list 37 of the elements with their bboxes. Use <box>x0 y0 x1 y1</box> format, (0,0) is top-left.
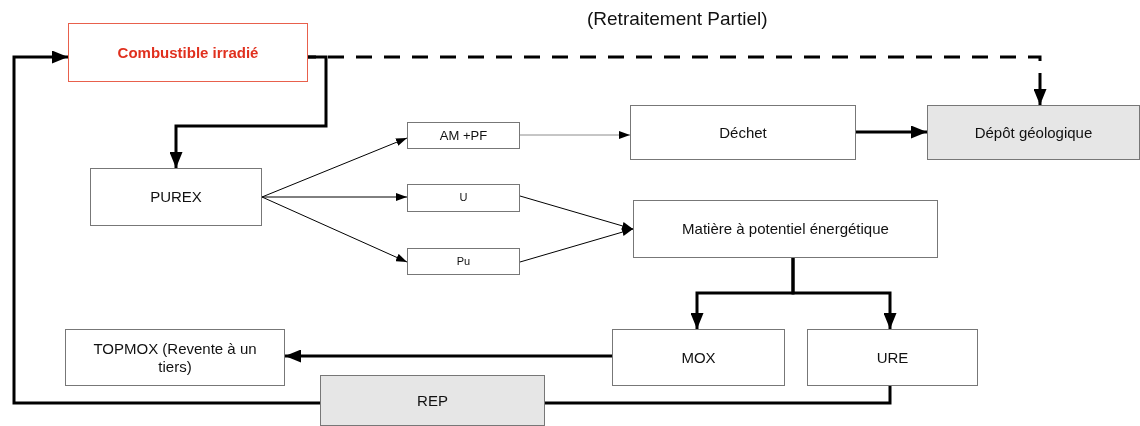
node-label: Matière à potentiel énergétique <box>682 220 889 238</box>
dashed-arrow <box>308 55 1047 105</box>
node-label: U <box>459 191 468 205</box>
process-box <box>65 329 285 386</box>
node-label: REP <box>417 391 448 410</box>
process-box <box>612 329 785 386</box>
connector-line <box>545 386 892 405</box>
arrow <box>519 195 634 230</box>
node-label: MOX <box>681 348 716 367</box>
process-box <box>320 375 545 426</box>
arrow <box>519 131 631 139</box>
arrow <box>519 228 634 263</box>
process-box <box>633 200 938 258</box>
arrow <box>261 196 408 263</box>
node-label: URE <box>876 348 909 367</box>
arrow <box>856 125 927 139</box>
node-label: Combustible irradié <box>117 43 259 62</box>
arrow <box>261 137 408 198</box>
node-label: AM +PF <box>439 127 488 144</box>
arrow <box>261 193 408 201</box>
node-label: Déchet <box>719 123 767 142</box>
node-label: Pu <box>456 254 471 269</box>
input-box <box>68 23 308 82</box>
arrow <box>169 55 328 168</box>
arrow <box>285 349 612 363</box>
node-label: PUREX <box>150 188 202 206</box>
arrow <box>12 50 320 405</box>
process-box <box>407 122 520 149</box>
arrow <box>791 258 897 329</box>
node-label: Dépôt géologique <box>974 123 1093 142</box>
process-box <box>407 184 520 212</box>
process-box <box>407 248 520 275</box>
process-box <box>90 168 262 226</box>
process-box <box>630 105 856 160</box>
process-box <box>927 105 1140 160</box>
process-box <box>807 329 978 386</box>
node-label: TOPMOX (Revente à un tiers) <box>92 339 258 376</box>
